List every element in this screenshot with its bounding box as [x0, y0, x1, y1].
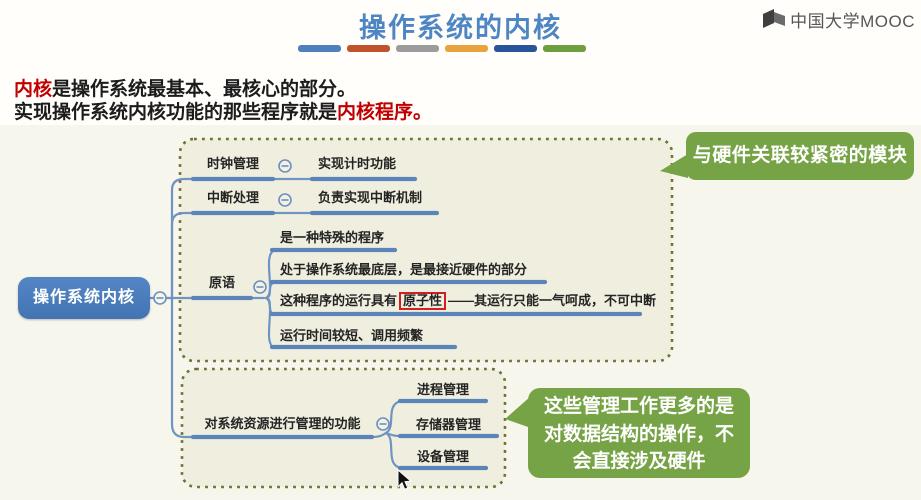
node-underlines	[190, 176, 643, 471]
kernel-term-highlight: 内核	[14, 79, 53, 100]
data-callout-tail	[505, 396, 531, 428]
data-callout-line-1: 这些管理工作更多的是	[543, 396, 734, 417]
root-node-os-kernel[interactable]: 操作系统内核	[18, 277, 150, 319]
intro-line-2: 实现操作系统内核功能的那些程序就是内核程序。	[14, 97, 432, 124]
collapse-toggle-root[interactable]	[153, 291, 167, 305]
intro-line-2-prefix: 实现操作系统内核功能的那些程序就是	[14, 102, 338, 123]
accent-bar	[494, 45, 537, 52]
mooc-logo-text: 中国大学MOOC	[790, 12, 915, 31]
node-resource-management[interactable]: 对系统资源进行管理的功能	[204, 416, 361, 431]
node-interrupt-handling[interactable]: 中断处理	[206, 190, 259, 205]
intro-line-1-rest: 是操作系统最基本、最核心的部分。	[52, 79, 357, 100]
node-memory-management[interactable]: 存储器管理	[415, 417, 481, 432]
atomicity-post-text: ——其运行只能一气呵成，不可中断	[448, 292, 657, 308]
node-primitive-special-program[interactable]: 是一种特殊的程序	[280, 230, 385, 245]
accent-bar	[445, 45, 488, 52]
node-process-management[interactable]: 进程管理	[416, 382, 469, 397]
atomicity-red-box: 原子性	[399, 292, 447, 311]
hardware-group-border	[178, 137, 674, 363]
data-callout-line-3: 会直接涉及硬件	[572, 451, 706, 472]
node-device-management[interactable]: 设备管理	[416, 449, 469, 464]
hardware-callout-tail	[660, 154, 688, 178]
node-primitive-short-runtime[interactable]: 运行时间较短、调用频繁	[280, 328, 424, 343]
data-callout-line-2: 对数据结构的操作，不	[543, 423, 734, 445]
node-clock-function[interactable]: 实现计时功能	[318, 156, 397, 171]
data-structure-callout: 这些管理工作更多的是 对数据结构的操作，不 会直接涉及硬件	[528, 388, 750, 478]
accent-bar	[298, 45, 341, 52]
accent-bars	[298, 45, 586, 52]
collapse-toggle-interrupt[interactable]	[278, 193, 292, 207]
atomicity-pre-text: 这种程序的运行具有	[280, 292, 398, 308]
resource-group-border	[180, 367, 507, 489]
branch-connectors	[148, 177, 402, 469]
mouse-cursor	[397, 468, 412, 490]
node-primitive-atomicity[interactable]: 这种程序的运行具有原子性——其运行只能一气呵成，不可中断	[280, 292, 657, 311]
page-title: 操作系统的内核	[359, 13, 562, 43]
accent-bar	[396, 45, 439, 52]
collapse-toggle-primitive[interactable]	[253, 280, 267, 294]
collapse-toggle-clock[interactable]	[278, 159, 292, 173]
collapse-toggle-resource[interactable]	[376, 417, 390, 431]
node-interrupt-function[interactable]: 负责实现中断机制	[318, 190, 423, 205]
hardware-callout: 与硬件关联较紧密的模块	[686, 132, 914, 180]
accent-bar	[347, 45, 390, 52]
collapse-toggles	[153, 159, 390, 431]
node-primitive-lowest-layer[interactable]: 处于操作系统最底层，是最接近硬件的部分	[280, 262, 528, 277]
accent-bar	[543, 45, 586, 52]
kernel-program-highlight: 内核程序。	[337, 102, 433, 123]
mooc-flag-icon	[763, 8, 786, 28]
node-clock-management[interactable]: 时钟管理	[206, 156, 259, 171]
node-primitive[interactable]: 原语	[208, 275, 235, 290]
intro-line-1: 内核是操作系统最基本、最核心的部分。	[14, 74, 356, 101]
mooc-logo: 中国大学MOOC	[762, 7, 915, 32]
